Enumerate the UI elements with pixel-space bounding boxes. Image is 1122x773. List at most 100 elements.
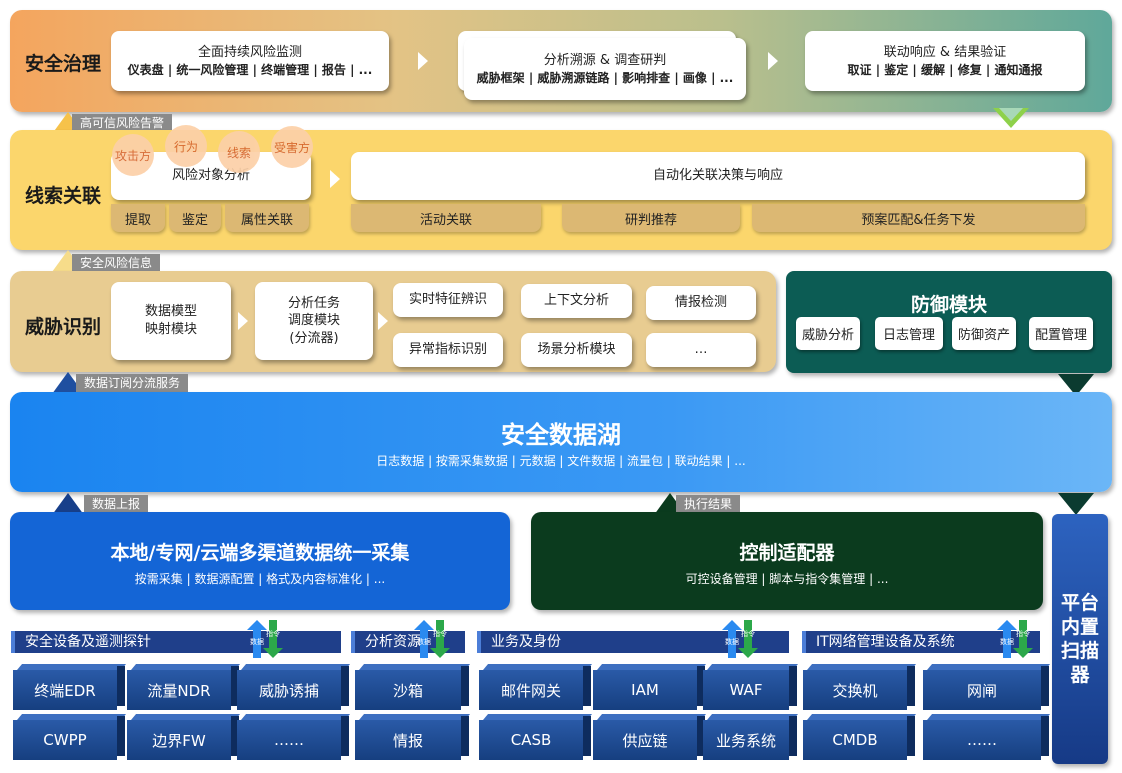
flow-arrow-icon (330, 170, 340, 188)
data-instruction-exchange-icon: 数据 指令 (247, 620, 283, 658)
governance-card-monitoring[interactable]: 全面持续风险监测 仪表盘 | 统一风险管理 | 终端管理 | 报告 | ... (111, 31, 389, 91)
tab-data-subscription: 数据订阅分流服务 (76, 374, 189, 392)
card-sub-text: 取证 | 鉴定 | 缓解 | 修复 | 通知通报 (847, 62, 1043, 77)
platform-scanner-panel[interactable]: 平台内置扫描器 (1052, 514, 1108, 764)
data-model-module[interactable]: 数据模型 映射模块 (111, 282, 231, 360)
tab-data-report: 数据上报 (84, 495, 149, 513)
device-gateway-isolation[interactable]: 网闸 (923, 666, 1049, 710)
exchange-data-text: 数据 (417, 637, 431, 646)
module-label: 情报检测 (674, 295, 727, 311)
activity-link-button[interactable]: 活动关联 (351, 204, 541, 232)
governance-card-trace[interactable]: 分析溯源 & 调查研判 威胁框架 | 威胁溯源链路 | 影响排查 | 画像 | … (464, 38, 746, 100)
category-security-devices: 安全设备及遥测探针 (11, 631, 341, 653)
threat-analysis-item[interactable]: 威胁分析 (796, 317, 860, 350)
flow-arrow-icon (768, 52, 778, 70)
device-iam[interactable]: IAM (593, 666, 705, 710)
card-main-text: 联动响应 & 结果验证 (883, 45, 1007, 61)
victim-bubble: 受害方 (271, 126, 313, 168)
exchange-instruct-text: 指令 (1016, 629, 1030, 638)
defense-title: 防御模块 (910, 294, 987, 316)
flow-down-arrow-icon (1058, 374, 1094, 396)
context-analysis-module[interactable]: 上下文分析 (521, 284, 632, 318)
category-it-network: IT网络管理设备及系统 (802, 631, 1040, 653)
data-lake-title: 安全数据湖 (501, 421, 621, 449)
log-management-item[interactable]: 日志管理 (875, 317, 943, 350)
risk-object-label: 风险对象分析 (171, 168, 250, 184)
attacker-bubble: 攻击方 (112, 134, 154, 176)
exchange-instruct-text: 指令 (741, 629, 755, 638)
category-business-identity: 业务及身份 (477, 631, 789, 653)
flow-arrow-icon (378, 312, 388, 330)
identify-button[interactable]: 鉴定 (169, 204, 221, 232)
data-collection-panel (10, 512, 510, 610)
realtime-feature-module[interactable]: 实时特征辨识 (393, 283, 503, 317)
auto-decision-response[interactable]: 自动化关联决策与响应 (351, 152, 1085, 200)
judge-recommend-button[interactable]: 研判推荐 (562, 204, 740, 232)
collection-subtitle: 按需采集 | 数据源配置 | 格式及内容标准化 | ... (134, 572, 386, 586)
card-sub-text: 仪表盘 | 统一风险管理 | 终端管理 | 报告 | ... (127, 62, 373, 77)
device-more[interactable]: …… (237, 716, 349, 760)
data-instruction-exchange-icon: 数据 指令 (997, 620, 1033, 658)
attribute-link-button[interactable]: 属性关联 (225, 204, 309, 232)
data-instruction-exchange-icon: 数据 指令 (414, 620, 450, 658)
plan-match-button[interactable]: 预案匹配&任务下发 (752, 204, 1085, 232)
anomaly-indicator-module[interactable]: 异常指标识别 (393, 333, 503, 367)
exchange-data-text: 数据 (1000, 637, 1014, 646)
flow-down-arrow-icon (999, 108, 1023, 121)
device-waf[interactable]: WAF (703, 666, 797, 710)
device-business-system[interactable]: 业务系统 (703, 716, 797, 760)
flow-up-arrow-icon (52, 493, 84, 515)
auto-decision-label: 自动化关联决策与响应 (652, 168, 783, 184)
tab-exec-result: 执行结果 (676, 495, 741, 513)
collection-title: 本地/专网/云端多渠道数据统一采集 (110, 542, 410, 564)
behavior-bubble: 行为 (165, 125, 207, 167)
device-edr[interactable]: 终端EDR (13, 666, 125, 710)
device-it-more[interactable]: …… (923, 716, 1049, 760)
scenario-analysis-module[interactable]: 场景分析模块 (521, 333, 632, 367)
module-label: … (694, 342, 708, 358)
extract-button[interactable]: 提取 (111, 204, 165, 232)
defense-assets-item[interactable]: 防御资产 (952, 317, 1016, 350)
scanner-title: 平台内置扫描器 (1060, 592, 1099, 686)
module-label: 实时特征辨识 (408, 292, 487, 308)
card-main-text: 全面持续风险监测 (197, 45, 302, 61)
exchange-instruct-text: 指令 (266, 629, 280, 638)
intel-detection-module[interactable]: 情报检测 (646, 286, 756, 320)
data-model-label: 数据模型 映射模块 (144, 304, 197, 337)
adapter-title: 控制适配器 (739, 542, 835, 564)
tab-security-risk-info: 安全风险信息 (72, 254, 161, 272)
device-switch[interactable]: 交换机 (803, 666, 915, 710)
module-label: 上下文分析 (543, 293, 609, 309)
clue-title: 线索关联 (25, 185, 102, 207)
governance-card-response[interactable]: 联动响应 & 结果验证 取证 | 鉴定 | 缓解 | 修复 | 通知通报 (805, 31, 1085, 91)
flow-arrow-icon (418, 52, 428, 70)
threat-title: 威胁识别 (25, 316, 102, 338)
device-sandbox[interactable]: 沙箱 (355, 666, 469, 710)
tab-high-risk-alert: 高可信风险告警 (72, 114, 173, 132)
governance-title: 安全治理 (25, 53, 102, 75)
dispatch-module[interactable]: 分析任务 调度模块 (分流器) (255, 282, 373, 360)
more-modules[interactable]: … (646, 333, 756, 367)
device-supply-chain[interactable]: 供应链 (593, 716, 705, 760)
card-main-text: 分析溯源 & 调查研判 (543, 53, 667, 69)
exchange-data-text: 数据 (725, 637, 739, 646)
device-mail-gateway[interactable]: 邮件网关 (479, 666, 591, 710)
device-cmdb[interactable]: CMDB (803, 716, 915, 760)
device-casb[interactable]: CASB (479, 716, 591, 760)
device-ndr[interactable]: 流量NDR (127, 666, 239, 710)
device-deception[interactable]: 威胁诱捕 (237, 666, 349, 710)
dispatch-label: 分析任务 调度模块 (分流器) (287, 295, 340, 346)
card-sub-text: 威胁框架 | 威胁溯源链路 | 影响排查 | 画像 | ... (476, 70, 734, 85)
module-label: 异常指标识别 (408, 342, 487, 358)
exchange-data-text: 数据 (250, 637, 264, 646)
config-management-item[interactable]: 配置管理 (1029, 317, 1093, 350)
adapter-subtitle: 可控设备管理 | 脚本与指令集管理 | ... (685, 572, 889, 586)
device-cwpp[interactable]: CWPP (13, 716, 125, 760)
control-adapter-panel (531, 512, 1043, 610)
module-label: 场景分析模块 (537, 342, 616, 358)
security-data-lake (10, 392, 1112, 492)
exchange-instruct-text: 指令 (433, 629, 447, 638)
device-intel[interactable]: 情报 (355, 716, 469, 760)
clue-bubble: 线索 (218, 131, 260, 173)
device-border-fw[interactable]: 边界FW (127, 716, 239, 760)
